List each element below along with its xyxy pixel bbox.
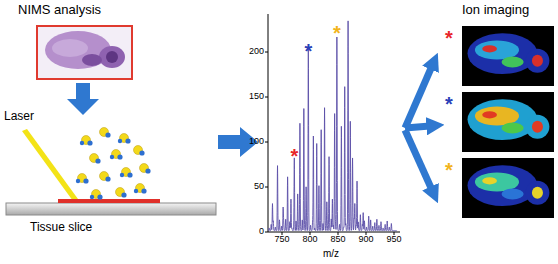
desorbed-ions xyxy=(76,128,151,200)
peak-marker: * xyxy=(333,23,341,43)
panel-heading: NIMS analysis xyxy=(18,3,101,17)
glass-slide xyxy=(6,203,216,215)
ion-images xyxy=(462,26,554,218)
axis-label: m/z xyxy=(323,248,339,259)
block-arrow xyxy=(405,66,432,190)
tissue-brain xyxy=(45,31,125,69)
image-marker: * xyxy=(445,94,453,114)
axis-tick: 900 xyxy=(358,235,373,245)
part-label: Tissue slice xyxy=(30,221,92,234)
axis-tick: 100 xyxy=(249,137,264,147)
tissue-photo xyxy=(37,26,132,79)
image-marker: * xyxy=(445,160,453,180)
axis-tick: 850 xyxy=(330,235,345,245)
axis-tick: 0 xyxy=(259,227,264,237)
spectrum-trace xyxy=(268,21,397,231)
axis-tick: 750 xyxy=(274,235,289,245)
peak-marker: * xyxy=(304,41,312,61)
axis-tick: 150 xyxy=(249,92,264,102)
image-marker: * xyxy=(445,28,453,48)
tissue-slice xyxy=(58,199,160,203)
block-arrow xyxy=(67,83,99,115)
part-label: Laser xyxy=(4,110,34,123)
panel-heading: Ion imaging xyxy=(462,3,529,17)
axis-tick: 950 xyxy=(386,235,401,245)
spectrum-axes xyxy=(268,14,400,232)
axis-tick: 800 xyxy=(302,235,317,245)
axis-tick: 200 xyxy=(249,47,264,57)
peak-marker: * xyxy=(290,146,298,166)
laser-beam xyxy=(22,129,78,201)
axis-tick: 50 xyxy=(254,182,264,192)
